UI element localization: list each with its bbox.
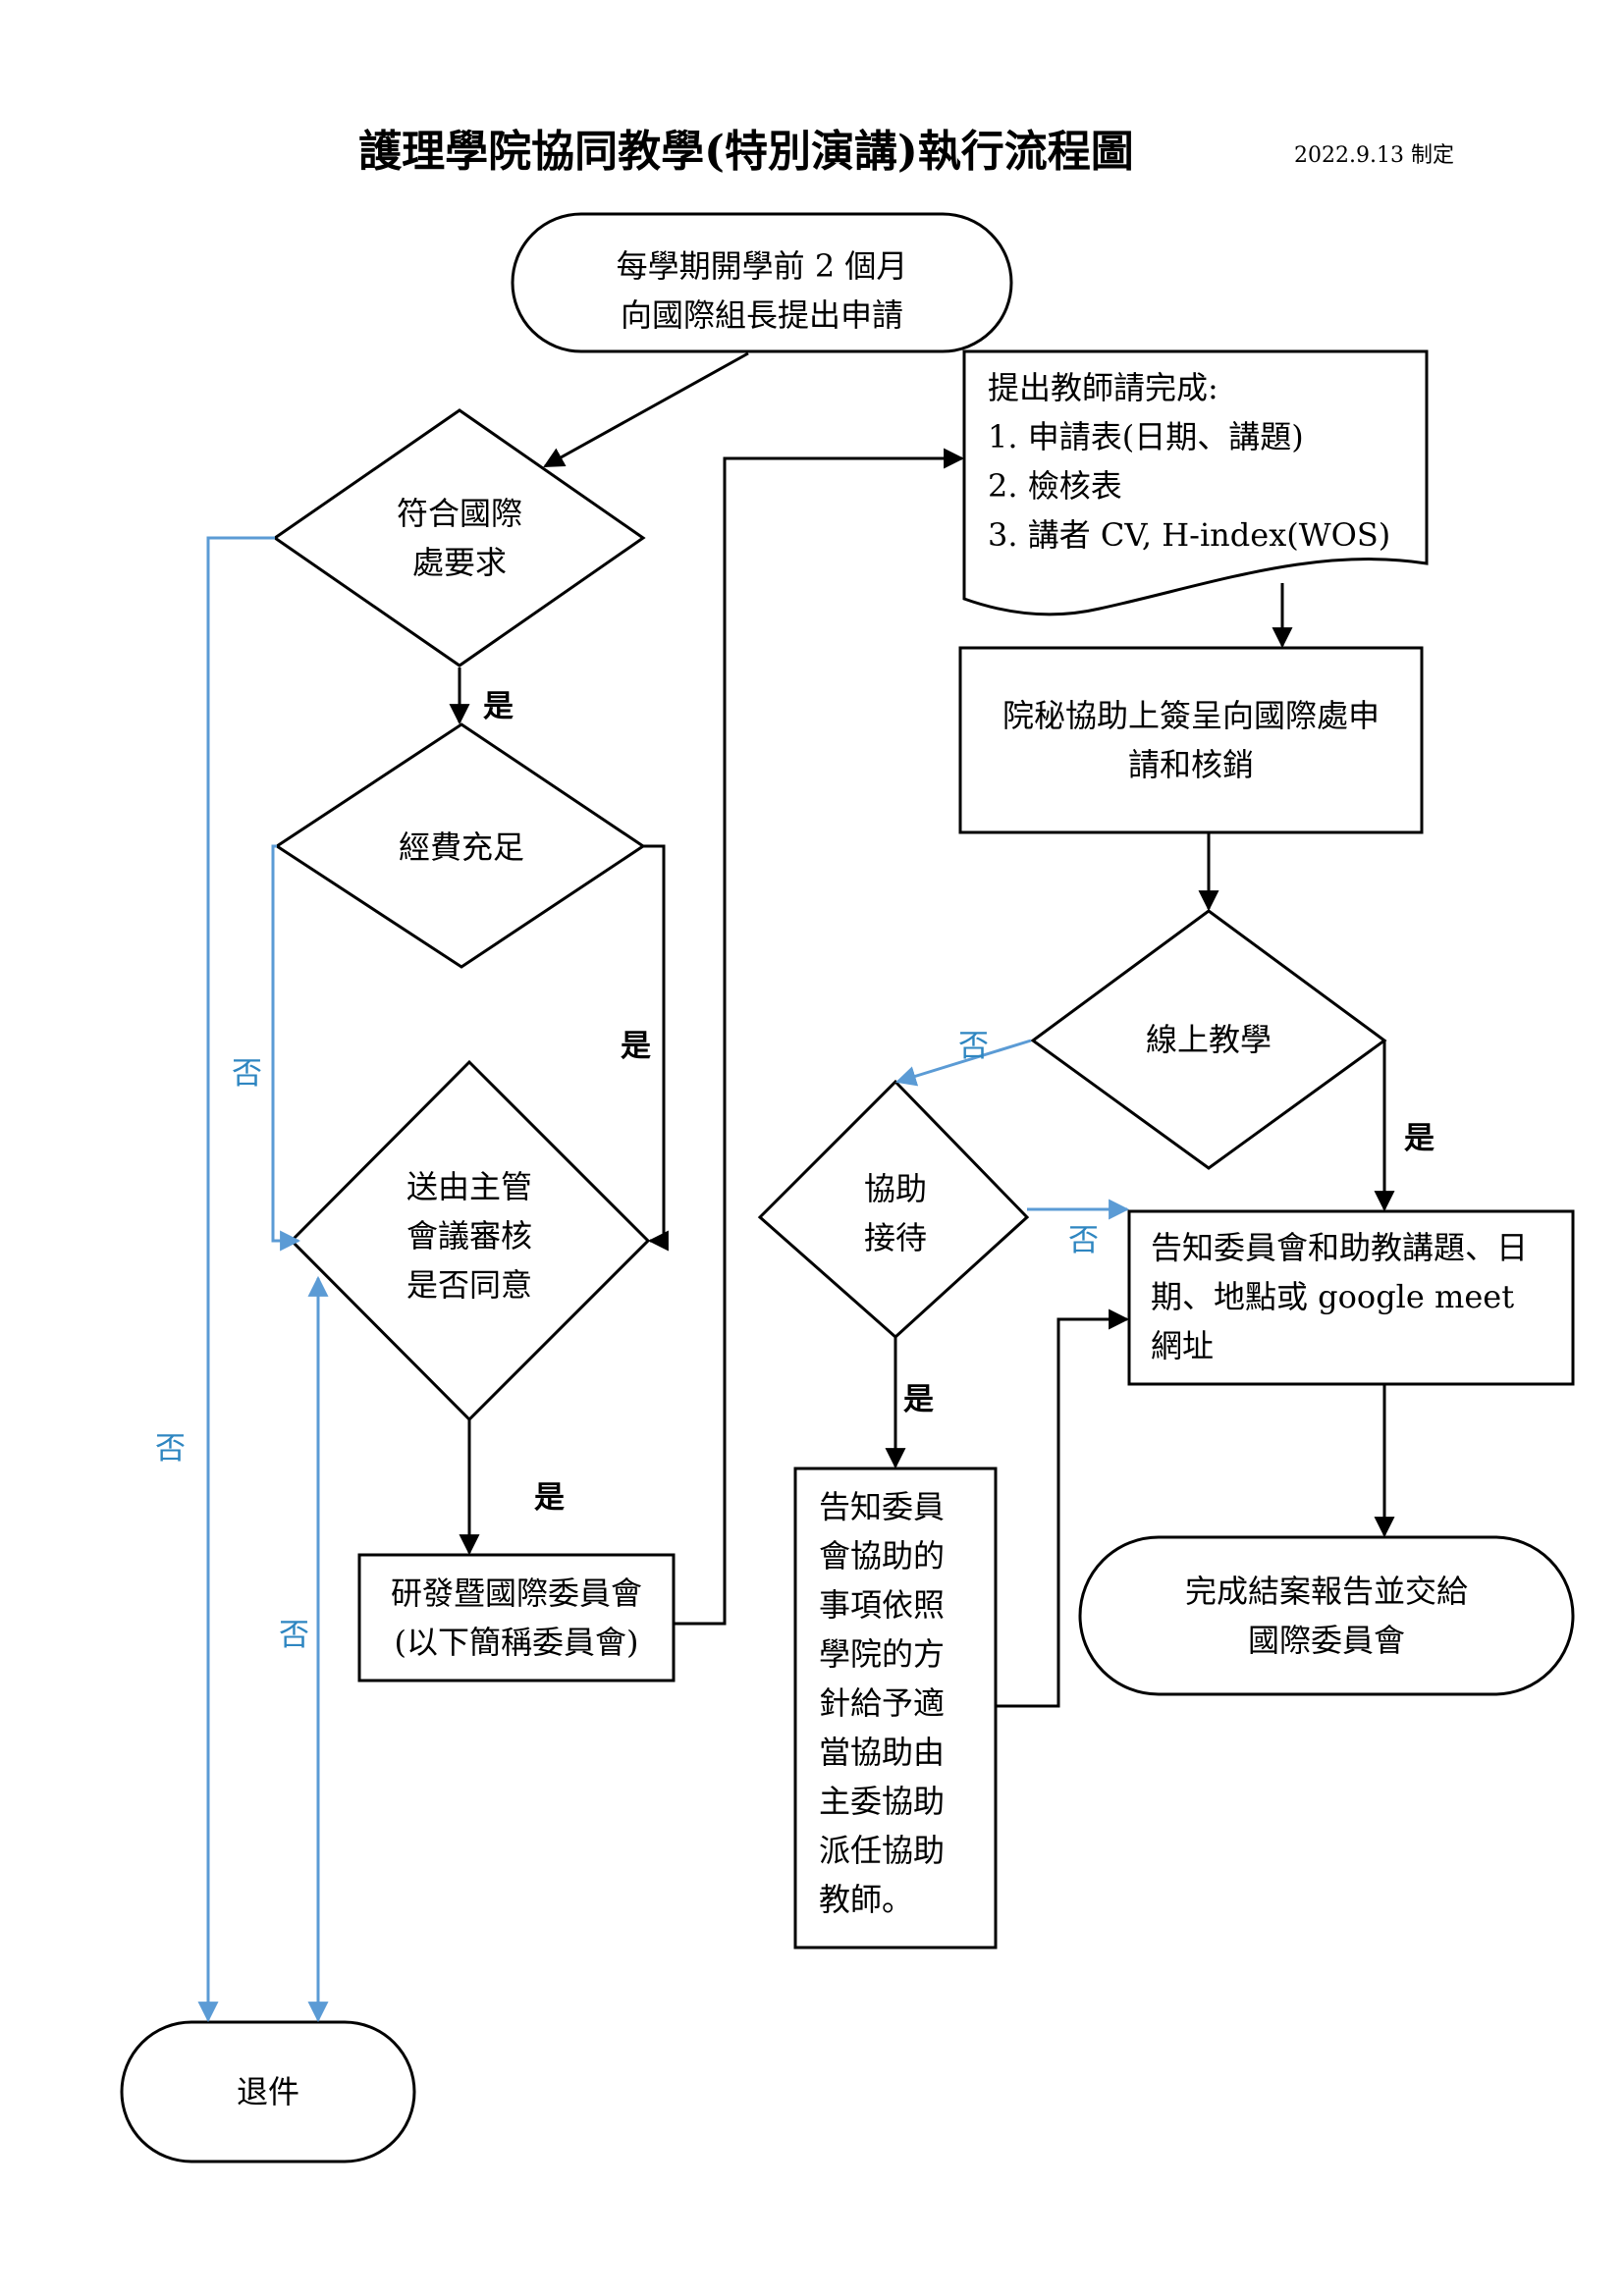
arrow-funding-no: [271, 844, 301, 1252]
no-label-review: 否: [279, 1618, 309, 1653]
funding-text: 經費充足: [398, 828, 524, 866]
start-terminator: [511, 212, 1013, 353]
page-title: 護理學院協同教學(特別演講)執行流程圖: [358, 127, 1134, 177]
yes-label-funding: 是: [621, 1029, 651, 1064]
no-label-reception: 否: [1068, 1223, 1099, 1258]
committee-box: [357, 1553, 676, 1682]
funding-decision: [274, 722, 646, 969]
start-text: 每學期開學前 2 個月向國際組長提出申請: [616, 247, 908, 334]
arrow-start-to-intl: [543, 351, 749, 468]
yes-label-reception: 是: [903, 1382, 934, 1417]
arrow-funding-yes: [643, 844, 669, 1252]
review-text: 送由主管會議審核是否同意: [406, 1168, 532, 1304]
intl-requirement-decision: [272, 408, 646, 667]
no-label-online: 否: [958, 1029, 989, 1064]
assist-notice-box: [793, 1467, 998, 1949]
arrow-intl-no: [197, 536, 275, 2023]
secretary-text: 院秘協助上簽呈向國際處申請和核銷: [1001, 697, 1380, 783]
arrow-assist-to-notify: [996, 1308, 1130, 1708]
notify-committee-box: [1127, 1209, 1575, 1386]
no-label-funding: 否: [232, 1056, 262, 1092]
reception-text: 協助接待: [863, 1170, 927, 1256]
complete-terminator: [1078, 1535, 1575, 1696]
arrow-committee-to-docs: [674, 448, 965, 1626]
online-text: 線上教學: [1145, 1021, 1272, 1058]
complete-text: 完成結案報告並交給國際委員會: [1184, 1573, 1468, 1659]
online-decision: [1030, 909, 1387, 1170]
arrow-online-no: [894, 1039, 1032, 1087]
no-label-intl: 否: [155, 1431, 186, 1467]
reject-terminator: [120, 2020, 416, 2163]
documents-shape: [962, 349, 1429, 616]
revision-date: 2022.9.13 制定: [1294, 143, 1454, 168]
reject-text: 退件: [236, 2073, 299, 2110]
yes-label-intl: 是: [483, 689, 514, 724]
yes-label-review: 是: [534, 1480, 565, 1516]
assist-notice-text: 告知委員會協助的事項依照 學院的方針給予適當協助由 主委協助派任協助教師。: [819, 1488, 946, 1918]
secretary-box: [958, 646, 1424, 834]
intl-requirement-text: 符合國際處要求: [396, 495, 522, 581]
committee-text: 研發暨國際委員會(以下簡稱委員會): [390, 1575, 642, 1661]
yes-label-online: 是: [1404, 1121, 1435, 1156]
